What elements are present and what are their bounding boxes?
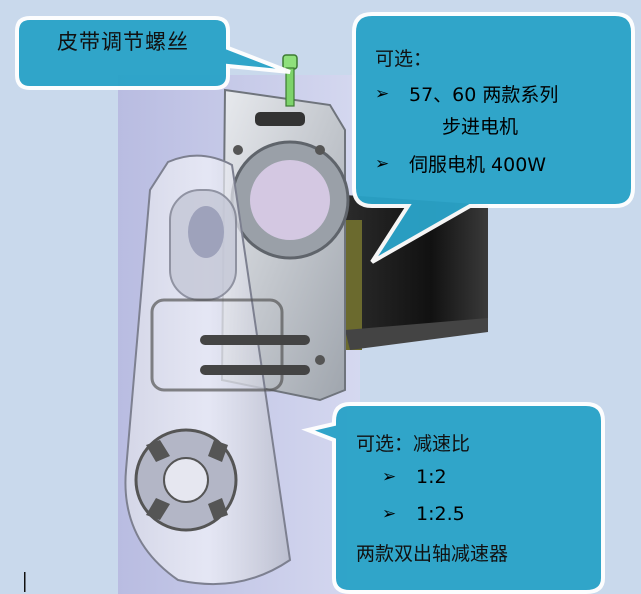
motor-option-stepper-cont: 步进电机: [442, 112, 518, 139]
reducer-ratio-1: ➢ 1:2: [382, 466, 447, 488]
belt-housing: [124, 154, 310, 586]
motor-option-servo: ➢ 伺服电机 400W: [375, 150, 546, 177]
reducer-callout: [301, 402, 605, 594]
reducer-ratio-2-label: 1:2.5: [416, 503, 465, 525]
belt-screw-label: 皮带调节螺丝: [57, 30, 189, 54]
motor-option-stepper-line2: 步进电机: [442, 116, 519, 138]
motor-option-stepper-line1: 57、60 两款系列: [409, 84, 559, 106]
arrow-bullet-icon: ➢: [382, 504, 397, 524]
arrow-bullet-icon: ➢: [375, 153, 390, 174]
arrow-bullet-icon: ➢: [382, 467, 397, 487]
reducer-footer-text: 两款双出轴减速器: [356, 543, 509, 565]
motor-options-heading: 可选：: [375, 48, 433, 70]
arrow-bullet-icon: ➢: [375, 83, 390, 104]
reducer-options-heading: 可选：减速比: [356, 433, 471, 455]
motor-option-servo-label: 伺服电机 400W: [409, 154, 547, 176]
belt-adjust-screw: [282, 54, 298, 107]
belt-callout: [15, 16, 291, 90]
motor-option-stepper: ➢ 57、60 两款系列: [375, 80, 558, 107]
text-cursor: [24, 572, 26, 592]
reducer-ratio-1-label: 1:2: [416, 466, 447, 488]
reducer-ratio-2: ➢ 1:2.5: [382, 503, 465, 525]
motor-callout: [352, 12, 635, 264]
